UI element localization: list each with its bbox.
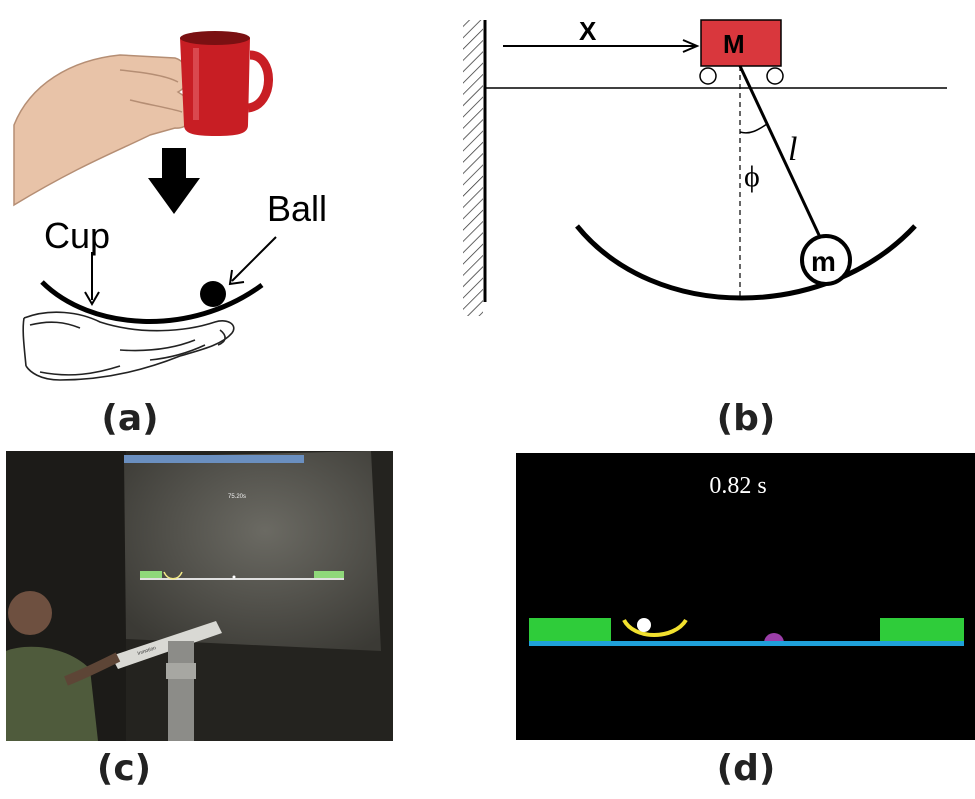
caption-a: (a) [101,398,159,439]
right-block [880,618,964,643]
robot-handle: Inmotion [111,621,222,741]
cart [699,19,784,85]
screen-block-right [314,571,344,579]
screen-cup [163,571,183,580]
cup-curve [40,280,264,324]
angle-arc [739,123,768,134]
person [6,591,121,741]
x-arrow [503,39,700,53]
projection-screen [124,451,381,651]
cup-curve [575,224,917,301]
panel-b-diagram: X M ϕ l m [463,16,947,316]
pendulum-rod [738,65,828,251]
mug [180,31,273,136]
white-ball [637,618,651,632]
left-block [529,618,611,643]
label-ball: Ball [267,188,327,229]
label-cart: M [723,29,745,59]
screen-ball [232,575,236,579]
down-arrow [148,148,200,214]
caption-d: (d) [716,748,776,789]
timer-readout: 0.82 s [709,473,766,499]
yellow-cup [622,618,688,637]
label-cup: Cup [44,215,110,256]
label-mass: m [811,246,836,277]
panel-c-photo: 75.20s Inmotion [6,451,393,741]
wall [463,20,487,316]
label-length: l [788,131,797,168]
ball [200,281,226,307]
panel-a-illustration: Cup Ball [13,31,327,381]
ball-arrow [228,236,277,286]
target-dome [764,633,784,643]
open-hand-sketch [22,311,235,381]
platform-line [529,641,964,646]
caption-b: (b) [716,398,776,439]
screen-timer: 75.20s [228,494,246,500]
caption-c: (c) [96,748,152,789]
label-angle: ϕ [744,160,760,193]
label-x: X [579,16,597,46]
panel-d-game-screen: 0.82 s [516,453,975,740]
svg-text:Inmotion: Inmotion [137,645,157,657]
screen-block-left [140,571,162,579]
pendulum-mass [800,234,852,286]
cup-arrow [84,252,100,306]
